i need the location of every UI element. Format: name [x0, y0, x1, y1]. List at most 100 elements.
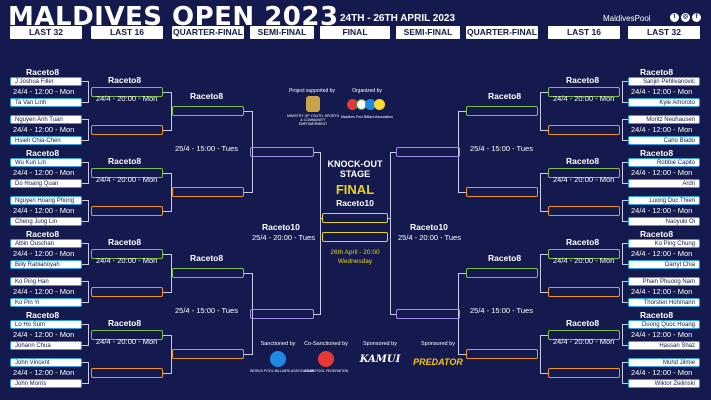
col-header-last16-left: LAST 16: [91, 26, 163, 39]
left-connector: [163, 211, 171, 212]
organized-label: Organized by: [352, 88, 382, 94]
right-l32-player[interactable]: Robbie Capito: [628, 158, 700, 167]
social-handle[interactable]: MaldivesPool: [603, 14, 651, 23]
right-connector: [540, 335, 541, 374]
event-dates: 24TH - 26TH APRIL 2023: [340, 13, 456, 24]
final-label: FINAL: [335, 182, 375, 197]
right-l32-player[interactable]: Moritz Neuhausen: [628, 115, 700, 124]
left-l32-player[interactable]: Nguyen Hoang Phong: [10, 196, 82, 205]
left-l32-player[interactable]: Wu Kun Lin: [10, 158, 82, 167]
left-sf-schedule: 25/4 - 20:00 - Tues: [252, 233, 315, 242]
left-l32-player[interactable]: Albin Ouschan: [10, 239, 82, 248]
right-connector: [622, 264, 628, 265]
right-l32-player[interactable]: Naoyuki Oi: [628, 217, 700, 226]
right-sf-slot: [396, 309, 460, 319]
left-l16-slot: [91, 330, 163, 340]
right-l16-slot: [548, 87, 620, 97]
right-connector: [622, 200, 623, 222]
right-l32-player[interactable]: Ardri: [628, 179, 700, 188]
col-header-sf-right: SEMI-FINAL: [396, 26, 460, 39]
left-connector: [163, 335, 171, 336]
right-l32-player[interactable]: Muhd Jilmie: [628, 358, 700, 367]
right-l32-player[interactable]: Ko Ping Chung: [628, 239, 700, 248]
right-connector: [622, 162, 623, 184]
right-l32-schedule: 24/4 - 12:00 - Mon: [631, 330, 693, 339]
left-connector: [314, 152, 320, 153]
sponsor-label-wpa: Sanctioned by: [260, 341, 296, 347]
left-connector: [163, 92, 171, 93]
left-connector: [88, 200, 89, 222]
right-connector: [622, 281, 623, 303]
left-connector: [244, 111, 252, 112]
right-connector: [622, 162, 628, 163]
left-connector: [88, 162, 89, 184]
final-connector: [388, 218, 390, 219]
right-l32-schedule: 24/4 - 12:00 - Mon: [631, 368, 693, 377]
left-connector: [88, 243, 89, 265]
right-connector: [622, 281, 628, 282]
col-header-sf-left: SEMI-FINAL: [250, 26, 314, 39]
left-connector: [244, 354, 252, 355]
right-qf-slot: [466, 106, 538, 116]
left-l32-player[interactable]: John Vincent: [10, 358, 82, 367]
left-l32-player[interactable]: Do Hoang Quan: [10, 179, 82, 188]
left-l32-player[interactable]: Ko Pin Yi: [10, 298, 82, 307]
left-connector: [82, 221, 88, 222]
organizer-name: Maldives Pool Billiard Association: [341, 115, 393, 119]
right-connector: [540, 335, 548, 336]
left-l16-schedule: 24/4 - 20:00 - Mon: [96, 256, 158, 265]
twitter-icon[interactable]: t: [670, 13, 679, 22]
right-l32-player[interactable]: Carlo Biado: [628, 136, 700, 145]
right-l32-player[interactable]: Luong Duc Thien: [628, 196, 700, 205]
left-l32-player[interactable]: Billy Rabianoyah: [10, 260, 82, 269]
left-l16-race-label: Raceto8: [108, 75, 142, 85]
left-l32-player[interactable]: Ta Van Linh: [10, 98, 82, 107]
right-connector: [390, 152, 391, 315]
right-l32-player[interactable]: Thorsten Hohmann: [628, 298, 700, 307]
right-l16-schedule: 24/4 - 20:00 - Mon: [553, 94, 615, 103]
right-l32-player[interactable]: Wiktor Zielinski: [628, 379, 700, 388]
right-connector: [458, 273, 466, 274]
right-l16-slot: [548, 125, 620, 135]
left-l32-player[interactable]: Hsieh Chia-Chen: [10, 136, 82, 145]
left-connector: [244, 192, 252, 193]
sponsor-label-kamui: Sponsored by: [363, 341, 397, 347]
right-l16-race-label: Raceto8: [566, 318, 600, 328]
facebook-icon[interactable]: f: [692, 13, 701, 22]
left-connector: [82, 324, 88, 325]
right-sf-slot: [396, 147, 460, 157]
right-l32-player[interactable]: Hassan Shaz: [628, 341, 700, 350]
left-qf-slot: [172, 268, 244, 278]
right-qf-slot: [466, 187, 538, 197]
left-l32-player[interactable]: Cheng Jung Lin: [10, 217, 82, 226]
right-sf-race-label: Raceto10: [410, 222, 448, 232]
right-l32-player[interactable]: Duong Quoc Hoang: [628, 320, 700, 329]
right-l32-player[interactable]: Pham Phuong Nam: [628, 277, 700, 286]
left-l32-player[interactable]: J Joshua Filler: [10, 77, 82, 86]
left-l16-slot: [91, 249, 163, 259]
left-connector: [82, 383, 88, 384]
right-connector: [622, 243, 623, 265]
left-sf-race-label: Raceto10: [262, 222, 300, 232]
left-l32-player[interactable]: Ko Ping Han: [10, 277, 82, 286]
right-l32-player[interactable]: Darryl Chia: [628, 260, 700, 269]
left-l32-player[interactable]: Lo Ho Sum: [10, 320, 82, 329]
left-l32-schedule: 24/4 - 12:00 - Mon: [13, 287, 75, 296]
left-l32-player[interactable]: Johann Chua: [10, 341, 82, 350]
right-l32-race-label: Raceto8: [640, 67, 674, 77]
right-qf-schedule: 25/4 - 15:00 - Tues: [470, 306, 533, 315]
right-connector: [622, 200, 628, 201]
right-l32-player[interactable]: Kyle Amoroto: [628, 98, 700, 107]
left-connector: [171, 254, 172, 293]
final-date: 26th April - 20:00: [330, 249, 380, 256]
left-l32-player[interactable]: John Morris: [10, 379, 82, 388]
left-l16-schedule: 24/4 - 20:00 - Mon: [96, 175, 158, 184]
right-l32-player[interactable]: Sanjin Pehlivanovic: [628, 77, 700, 86]
final-race-label: Raceto10: [336, 198, 374, 208]
left-connector: [82, 362, 88, 363]
instagram-icon[interactable]: ◎: [681, 13, 690, 22]
left-connector: [82, 200, 88, 201]
left-l16-schedule: 24/4 - 20:00 - Mon: [96, 337, 158, 346]
left-qf-schedule: 25/4 - 15:00 - Tues: [175, 144, 238, 153]
left-l32-player[interactable]: Nguyen Anh Tuan: [10, 115, 82, 124]
